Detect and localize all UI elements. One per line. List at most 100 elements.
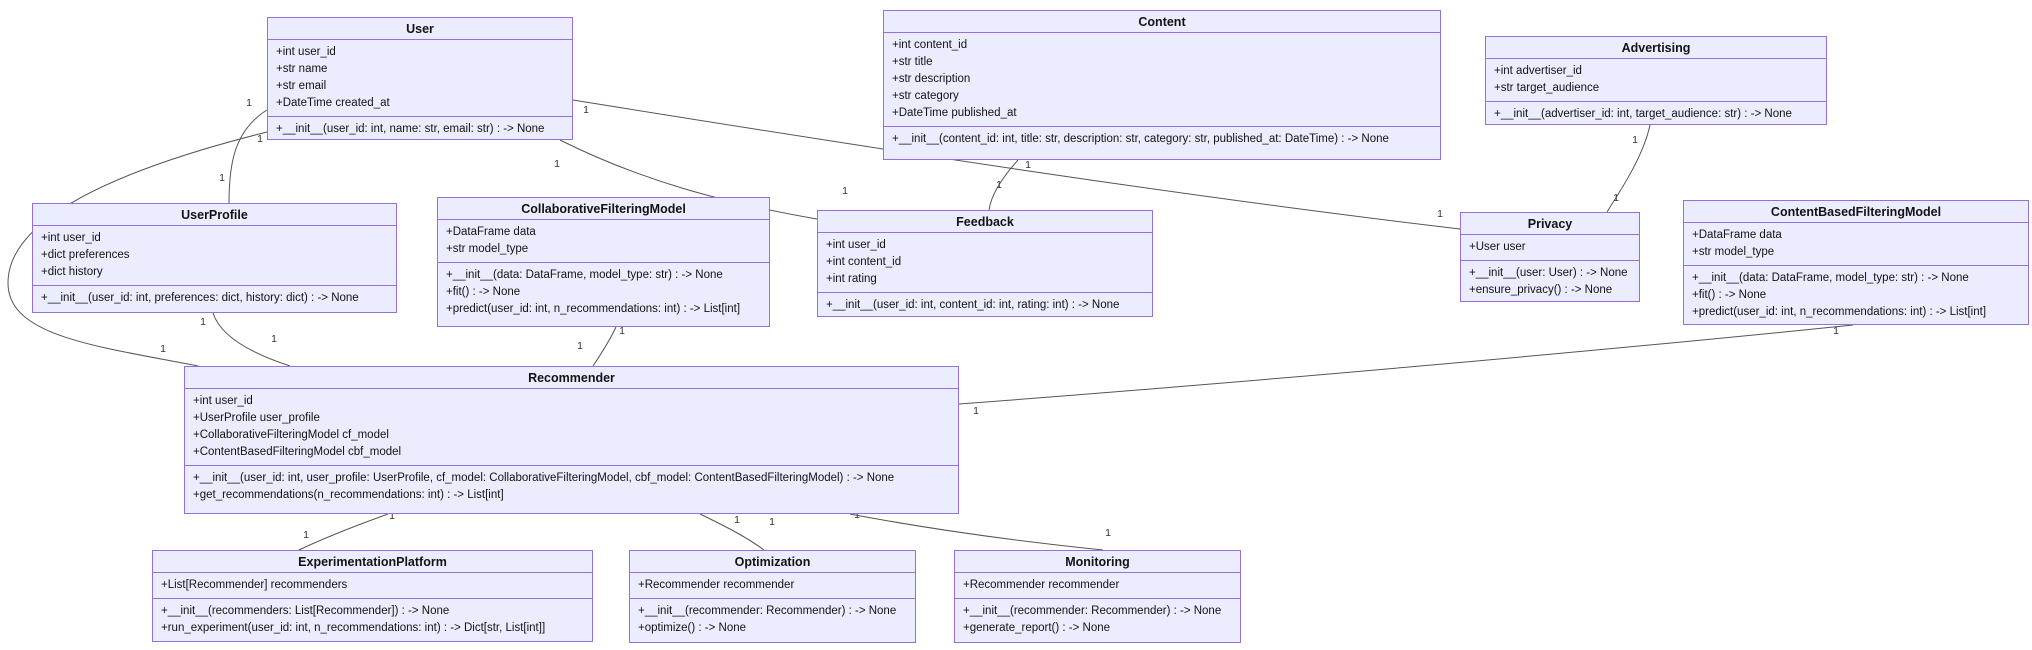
multiplicity-label: 1 bbox=[734, 514, 740, 526]
attribute-row: +DateTime published_at bbox=[892, 107, 1017, 119]
relationship-edge-User-Feedback bbox=[559, 139, 818, 220]
class-box-Advertising: Advertising+int advertiser_id+str target… bbox=[1485, 36, 1827, 125]
relationship-edge-ContentBasedFilteringModel-Recommender bbox=[958, 324, 1854, 405]
class-attributes-section: +Recommender recommender bbox=[955, 573, 1240, 598]
multiplicity-label: 1 bbox=[769, 516, 775, 528]
class-attributes-section: +List[Recommender] recommenders bbox=[153, 573, 592, 598]
attribute-row: +int user_id bbox=[193, 395, 253, 407]
attribute-row: +DataFrame data bbox=[446, 226, 536, 238]
class-box-Optimization: Optimization +Recommender recommender +__i… bbox=[629, 550, 916, 643]
relationship-edge-Recommender-Optimization bbox=[699, 513, 765, 551]
class-methods-section: +__init__(user_id: int, user_profile: Us… bbox=[185, 465, 958, 508]
attribute-row: +Recommender recommender bbox=[963, 579, 1120, 591]
relationship-edge-Recommender-ExperimentationPlatform bbox=[298, 513, 389, 551]
method-row: +__init__(data: DataFrame, model_type: s… bbox=[446, 269, 723, 281]
class-methods-section: +__init__(recommender: Recommender) : ->… bbox=[955, 598, 1240, 641]
attribute-row: +ContentBasedFilteringModel cbf_model bbox=[193, 446, 402, 458]
attribute-row: +int content_id bbox=[892, 39, 968, 51]
class-box-UserProfile: UserProfile+int user_id+dict preferences… bbox=[32, 203, 397, 313]
method-row: +__init__(content_id: int, title: str, d… bbox=[892, 133, 1389, 145]
method-row: +__init__(user_id: int, content_id: int,… bbox=[826, 299, 1120, 311]
attribute-row: +str model_type bbox=[1692, 246, 1775, 258]
attribute-row: +dict preferences bbox=[41, 249, 130, 261]
method-row: +__init__(user: User) : -> None bbox=[1469, 267, 1628, 279]
class-box-Monitoring: Monitoring+Recommender recommender+__ini… bbox=[954, 550, 1241, 643]
method-row: +fit() : -> None bbox=[1692, 289, 1767, 301]
relationship-edge-User-Privacy bbox=[572, 99, 1461, 230]
class-attributes-section: +int user_id +UserProfile user_profile +Co… bbox=[185, 389, 958, 465]
class-methods-section: +__init__(user_id: int, content_id: int,… bbox=[818, 292, 1152, 318]
class-title: Content bbox=[884, 11, 1440, 33]
multiplicity-label: 1 bbox=[973, 405, 979, 417]
class-attributes-section: +DataFrame data+str model_type bbox=[1684, 223, 2028, 265]
method-row: +__init__(recommender: Recommender) : ->… bbox=[963, 605, 1222, 617]
class-methods-section: +__init__(data: DataFrame, model_type: s… bbox=[1684, 265, 2028, 325]
multiplicity-label: 1 bbox=[271, 333, 277, 345]
method-row: +__init__(data: DataFrame, model_type: s… bbox=[1692, 272, 1969, 284]
class-methods-section: +__init__(user_id: int, name: str, email… bbox=[268, 116, 572, 142]
class-methods-section: +__init__(data: DataFrame, model_type: s… bbox=[438, 262, 769, 322]
method-row: +__init__(user_id: int, user_profile: Us… bbox=[193, 472, 895, 484]
class-methods-section: +__init__(recommender: Recommender) : ->… bbox=[630, 598, 915, 641]
attribute-row: +int user_id bbox=[276, 46, 336, 58]
class-box-User: User+int user_id+str name+str email+Date… bbox=[267, 17, 573, 140]
class-methods-section: +__init__(advertiser_id: int, target_aud… bbox=[1486, 101, 1826, 127]
multiplicity-label: 1 bbox=[1613, 192, 1619, 204]
class-attributes-section: +Recommender recommender bbox=[630, 573, 915, 598]
multiplicity-label: 1 bbox=[1437, 208, 1443, 220]
class-attributes-section: +User user bbox=[1461, 235, 1639, 260]
multiplicity-label: 1 bbox=[303, 529, 309, 541]
multiplicity-label: 1 bbox=[389, 510, 395, 522]
attribute-row: +str email bbox=[276, 80, 327, 92]
multiplicity-label: 1 bbox=[619, 325, 625, 337]
method-row: +__init__(advertiser_id: int, target_aud… bbox=[1494, 108, 1792, 120]
method-row: +ensure_privacy() : -> None bbox=[1469, 284, 1613, 296]
class-attributes-section: +int advertiser_id+str target_audience bbox=[1486, 59, 1826, 101]
multiplicity-label: 1 bbox=[842, 185, 848, 197]
multiplicity-label: 1 bbox=[246, 97, 252, 109]
method-row: +get_recommendations(n_recommendations: … bbox=[193, 489, 504, 501]
class-attributes-section: +int user_id +int content_id +int rating bbox=[818, 233, 1152, 292]
class-box-Content: Content +int content_id +str title +str des… bbox=[883, 10, 1441, 160]
method-row: +optimize() : -> None bbox=[638, 622, 747, 634]
multiplicity-label: 1 bbox=[1632, 134, 1638, 146]
class-attributes-section: +int user_id+dict preferences+dict histo… bbox=[33, 226, 396, 285]
class-methods-section: +__init__(user_id: int, preferences: dic… bbox=[33, 285, 396, 311]
attribute-row: +CollaborativeFilteringModel cf_model bbox=[193, 429, 389, 441]
class-box-Recommender: Recommender +int user_id +UserProfile user… bbox=[184, 366, 959, 514]
attribute-row: +User user bbox=[1469, 241, 1526, 253]
attribute-row: +str target_audience bbox=[1494, 82, 1600, 94]
method-row: +__init__(user_id: int, name: str, email… bbox=[276, 123, 545, 135]
relationship-edge-Recommender-Monitoring bbox=[849, 513, 1104, 551]
attribute-row: +int user_id bbox=[826, 239, 886, 251]
class-title: CollaborativeFilteringModel bbox=[438, 198, 769, 220]
attribute-row: +str title bbox=[892, 56, 933, 68]
class-box-ExperimentationPlatform: ExperimentationPlatform +List[Recommender… bbox=[152, 550, 593, 642]
relationship-edge-CollaborativeFilteringModel-Recommender bbox=[592, 326, 617, 367]
class-title: UserProfile bbox=[33, 204, 396, 226]
method-row: +run_experiment(user_id: int, n_recommen… bbox=[161, 622, 546, 634]
class-title: ExperimentationPlatform bbox=[153, 551, 592, 573]
class-methods-section: +__init__(user: User) : -> None +ensure_p… bbox=[1461, 260, 1639, 303]
attribute-row: +str name bbox=[276, 63, 328, 75]
attribute-row: +int rating bbox=[826, 273, 877, 285]
attribute-row: +List[Recommender] recommenders bbox=[161, 579, 348, 591]
attribute-row: +UserProfile user_profile bbox=[193, 412, 320, 424]
class-title: Optimization bbox=[630, 551, 915, 573]
class-box-Privacy: Privacy+User user+__init__(user: User) :… bbox=[1460, 212, 1640, 302]
class-title: Advertising bbox=[1486, 37, 1826, 59]
method-row: +predict(user_id: int, n_recommendations… bbox=[446, 303, 741, 315]
class-title: Recommender bbox=[185, 367, 958, 389]
class-title: ContentBasedFilteringModel bbox=[1684, 201, 2028, 223]
multiplicity-label: 1 bbox=[1105, 527, 1111, 539]
attribute-row: +int content_id bbox=[826, 256, 902, 268]
class-methods-section: +__init__(recommenders: List[Recommender… bbox=[153, 598, 592, 641]
multiplicity-label: 1 bbox=[1025, 159, 1031, 171]
attribute-row: +str description bbox=[892, 73, 971, 85]
multiplicity-label: 1 bbox=[583, 104, 589, 116]
class-box-ContentBasedFilteringModel: ContentBasedFilteringModel+DataFrame dat… bbox=[1683, 200, 2029, 325]
multiplicity-label: 1 bbox=[160, 343, 166, 355]
attribute-row: +DateTime created_at bbox=[276, 97, 390, 109]
class-attributes-section: +DataFrame data+str model_type bbox=[438, 220, 769, 262]
attribute-row: +Recommender recommender bbox=[638, 579, 795, 591]
